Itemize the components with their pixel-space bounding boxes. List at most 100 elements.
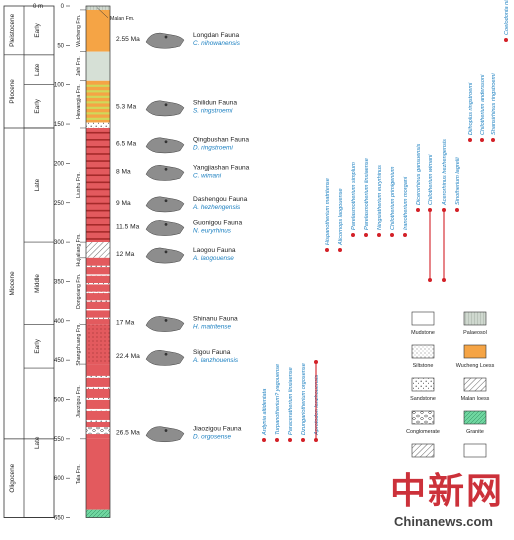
palaeosol-band [86,160,110,162]
fauna-name: Guonigou Fauna [193,219,242,226]
formation-label: Hujialiang Fm. [76,233,82,266]
formation-label: Dongxiang Fm. [76,274,82,309]
taxon-label: Parelasmotherium linxiaense [364,158,370,230]
legend-swatch [463,344,487,359]
lithology-layer [86,242,110,258]
legend-swatch [463,377,487,392]
palaeosol-band [86,95,110,98]
legend-swatch [463,311,487,326]
palaeosol-band [86,181,110,184]
depth-tick-label: 50 [57,43,64,49]
stage-label: Early [34,22,41,37]
range-point [480,138,484,142]
range-point [325,248,329,252]
formation-label: Liushu Fm. [76,172,82,198]
lithology-layer [86,6,110,10]
skull-icon [145,247,185,264]
formation-label: Jahi Fm. [76,56,82,76]
skull-eye [164,140,168,144]
fauna-age: 22.4 Ma [116,353,140,360]
skull-eye [164,167,168,171]
column-outline [85,5,111,518]
taxon-label: Alicornops laogouense [338,188,344,246]
lithology-layer [86,257,110,325]
fauna-name: Yangjiashan Fauna [193,164,250,171]
formation-pointer [96,7,109,18]
palaeosol-band [86,202,110,205]
depth-tick-label: 400 [54,319,65,325]
epoch-label: Oligocene [9,463,16,492]
sandstone-band [86,274,110,276]
palaeosol-band [86,188,110,191]
fauna-age: 11.5 Ma [116,223,140,230]
lithology-layer [86,324,110,365]
depth-tick-label: 250 [54,201,65,207]
sandstone-band [86,375,110,378]
skull-eye [164,429,168,432]
sandstone-band [86,308,110,311]
depth-tick-label: 150 [54,122,65,128]
taxon-label: Chilotherium primigenium [390,166,396,230]
legend-swatch [411,377,435,392]
taxon-label: Ardynia altidentata [262,389,268,436]
depth-tick-label: 600 [54,476,65,482]
fauna-species: H. matritense [193,323,231,330]
stage-label: Late [34,178,41,191]
palaeosol-band [86,112,110,115]
depth-tick-label: 500 [54,398,65,404]
range-point [491,138,495,142]
sandstone-band [86,291,110,294]
range-point [275,438,279,442]
palaeosol-band [86,146,110,148]
palaeosol-band [86,238,110,240]
skull-icon [145,100,185,117]
legend-label: Palaeosol [463,330,487,336]
range-point [468,138,472,142]
fauna-species: S. ringstroemi [193,108,233,115]
range-point [403,233,407,237]
palaeosol-band [86,117,110,120]
fauna-name: Jiaozigou Fauna [193,426,242,433]
depth-tick-label: 200 [54,161,65,167]
taxon-label: Coelodonta nihowanensis [504,0,510,35]
formation-label: Malan Fm. [110,16,135,22]
skull-icon [145,426,185,443]
depth-unit: 0 m [33,4,43,10]
palaeosol-band [86,139,110,141]
taxon-label: Ningxiatherium euryrhinus [377,165,383,230]
range-point [416,208,420,212]
skull-icon [145,32,185,49]
sandstone-band [86,397,110,400]
stage-label: Late [34,63,41,76]
legend-label: Siltstone [413,363,434,369]
range-point [364,233,368,237]
fauna-species: D. orgosense [193,434,231,441]
conglomerate-band [86,427,110,435]
fauna-name: Longdan Fauna [193,32,240,39]
fauna-age: 2.55 Ma [116,36,140,43]
formation-label: Jiaozigou Fm. [76,385,82,417]
fauna-age: 26.5 Ma [116,430,140,437]
palaeosol-band [86,231,110,233]
legend-swatch [463,410,487,425]
stage-label: Late [34,436,41,449]
lithology-layer [86,509,110,518]
legend-swatch [411,443,435,458]
sandstone-band [86,300,110,302]
skull-icon [145,349,185,366]
sandstone-band [86,317,110,320]
stage-label: Early [34,338,41,353]
fauna-name: Dashengou Fauna [193,196,248,203]
formation-label: Hewangjia Fm. [76,84,82,119]
skull-icon [145,220,185,236]
fauna-species: C. nihowanensis [193,40,241,47]
palaeosol-band [86,195,110,198]
epoch-label: Pleistocene [9,13,16,46]
formation-label: Tala Fm. [76,464,82,484]
fauna-age: 17 Ma [116,319,135,326]
fauna-age: 9 Ma [116,200,131,207]
depth-tick-label: 450 [54,358,65,364]
skull-icon [145,196,185,213]
taxon-label: Aprotodon lanzhouensis [314,375,320,436]
legend-label: Sandstone [410,396,436,402]
